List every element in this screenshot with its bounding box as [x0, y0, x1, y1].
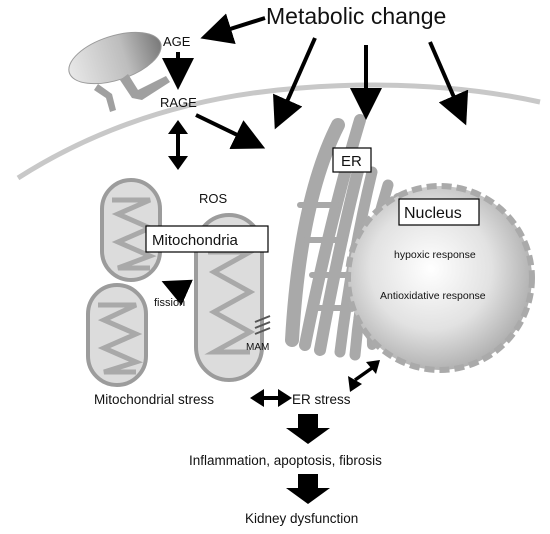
metabolic-change-label: Metabolic change: [266, 3, 446, 29]
age-label: AGE: [163, 34, 191, 49]
mitochondria-label-box: [145, 225, 269, 253]
mitochondria-label: Mitochondria: [152, 232, 239, 249]
arrow-stress-bidirectional: [250, 389, 292, 407]
arrow-to-age: [200, 13, 266, 45]
outcome-inflammation-label: Inflammation, apoptosis, fibrosis: [189, 453, 382, 468]
er-label: ER: [341, 153, 362, 170]
mitochondrial-stress-label: Mitochondrial stress: [94, 392, 214, 407]
rage-label: RAGE: [160, 95, 197, 110]
cell-membrane: [16, 82, 541, 181]
arrow-er-nucleus: [348, 360, 380, 392]
arrow-to-membrane-right: [428, 41, 469, 126]
arrow-fission: [161, 279, 193, 306]
age-molecule: [68, 31, 162, 85]
arrow-to-membrane-left: [273, 37, 317, 130]
nucleus-label-box: [398, 198, 480, 226]
fission-label: fission: [154, 297, 185, 309]
mitochondrion-lower: [86, 283, 148, 387]
hypoxic-response-label: hypoxic response: [394, 249, 476, 261]
mitochondrion-upper: [100, 178, 162, 282]
block-arrow-to-outcome-2: [286, 474, 330, 504]
arrow-rage-to-er: [195, 113, 266, 149]
antioxidative-response-label: Antioxidative response: [380, 290, 486, 302]
arrow-rage-ros: [168, 120, 188, 170]
er-stress-label: ER stress: [292, 392, 351, 407]
er-label-box: [332, 147, 372, 173]
mam-connector: [254, 315, 271, 335]
rage-receptor: [94, 74, 170, 112]
block-arrow-to-outcome-1: [286, 414, 330, 444]
ros-label: ROS: [199, 191, 228, 206]
mam-label: MAM: [246, 342, 269, 353]
mitochondrion-tall: [194, 213, 264, 382]
outcome-kidney-label: Kidney dysfunction: [245, 511, 358, 526]
nucleus: [345, 183, 535, 373]
nucleus-label: Nucleus: [404, 205, 462, 222]
